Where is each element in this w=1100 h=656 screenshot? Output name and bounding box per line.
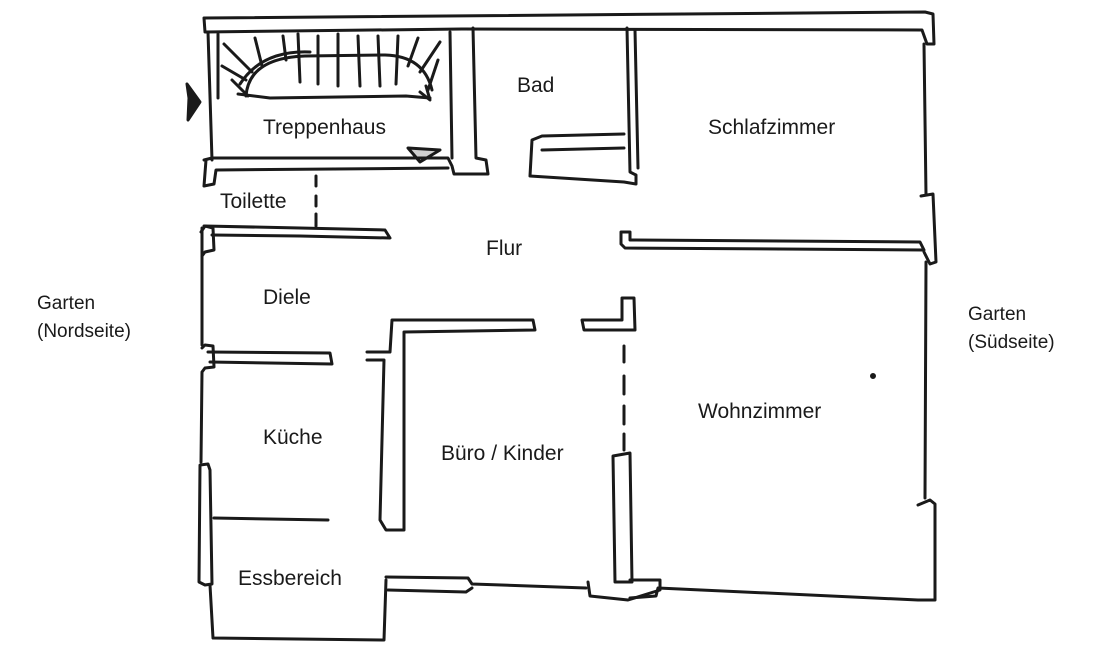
room-label-wohnzimmer: Wohnzimmer [698, 400, 822, 423]
staircase [216, 30, 454, 164]
entrance-arrow-icon [185, 82, 202, 122]
room-label-diele: Diele [263, 286, 311, 309]
room-label-buero: Büro / Kinder [441, 442, 564, 465]
wall-diele-kueche [206, 318, 537, 532]
room-label-schlafzimmer: Schlafzimmer [708, 116, 836, 139]
wall-buero-wohnzimmer [580, 296, 637, 584]
side-label-north-line2: (Nordseite) [37, 321, 131, 342]
wall-bad [528, 26, 640, 186]
wall-treppenhaus-bottom [202, 26, 490, 188]
side-label-north-line1: Garten [37, 293, 96, 314]
wall-schlafzimmer-bottom [619, 230, 926, 252]
room-label-treppenhaus: Treppenhaus [263, 116, 386, 139]
room-label-kueche: Küche [263, 426, 323, 449]
room-label-toilette: Toilette [220, 190, 287, 213]
outer-wall-left [197, 30, 388, 642]
wall-toilette [202, 174, 392, 240]
room-label-bad: Bad [517, 74, 555, 97]
side-label-south-line1: Garten [968, 304, 1027, 325]
room-label-flur: Flur [486, 237, 523, 260]
outer-wall-bottom [384, 575, 662, 602]
side-label-south-line2: (Südseite) [968, 332, 1055, 353]
outer-wall-right [628, 42, 938, 602]
side-label-north: Garten (Nordseite) [37, 290, 131, 346]
outer-wall-top [202, 10, 936, 46]
wall-dot [870, 373, 876, 379]
side-label-south: Garten (Südseite) [968, 301, 1055, 357]
room-label-essbereich: Essbereich [238, 567, 342, 590]
